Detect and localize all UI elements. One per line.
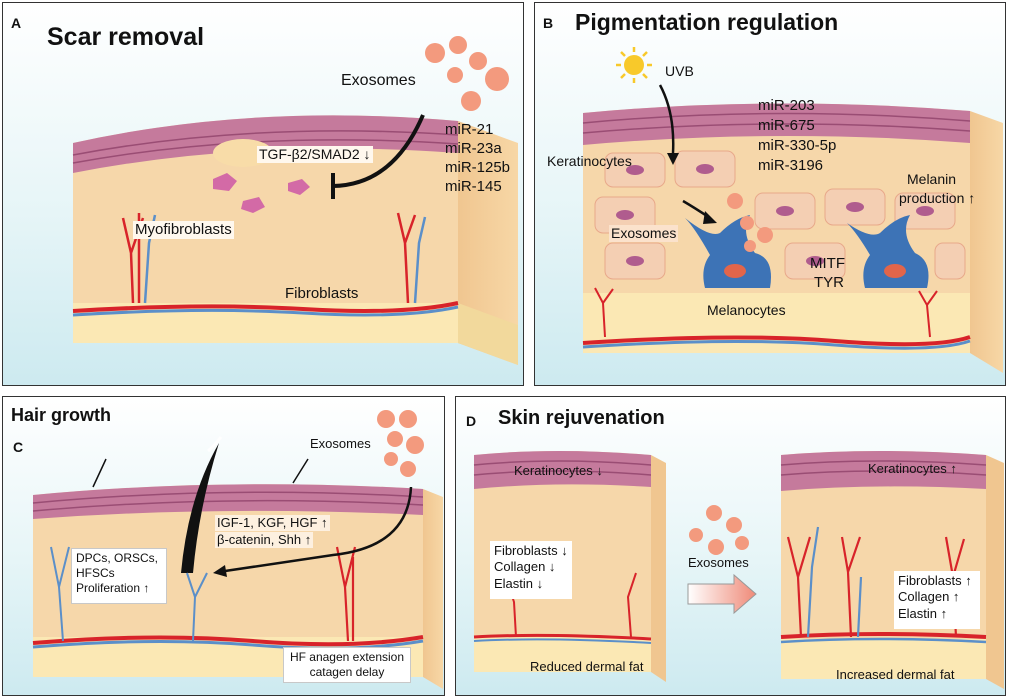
left-epidermis — [474, 451, 651, 489]
exosomes-label: Exosomes — [341, 72, 416, 89]
panel-pigmentation-regulation: B Pigmentation regulation UVB miR-203 mi… — [534, 2, 1006, 386]
exosome-particles — [425, 36, 509, 111]
right-cells-label-2: Collagen ↑ — [898, 589, 960, 605]
cells-box: DPCs, ORSCs, HFSCs Proliferation ↑ — [71, 548, 167, 604]
exosome-particles — [727, 193, 773, 252]
left-cells-label-3: Elastin ↓ — [494, 575, 544, 591]
melanocyte-cells — [685, 215, 929, 288]
melanin-label-1: Melanin — [907, 171, 957, 187]
block-side — [458, 121, 518, 365]
mirna-label-4: miR-3196 — [758, 157, 824, 174]
artery-vessel — [582, 335, 971, 347]
factors-label-2: β-catenin, Shh ↑ — [215, 532, 314, 548]
vein-vessel — [582, 339, 971, 350]
block-side — [423, 489, 443, 689]
myofibroblast-cells — [213, 173, 310, 213]
right-cells-box: Fibroblasts ↑ Collagen ↑ Elastin ↑ — [894, 571, 980, 629]
tyr-label: TYR — [814, 274, 844, 291]
uvb-arrow — [658, 84, 675, 154]
panel-letter: C — [13, 439, 24, 455]
left-cells-label-1: Fibroblasts ↓ — [494, 543, 568, 558]
right-fat — [781, 639, 986, 679]
vein-vessel — [32, 639, 424, 650]
hf-label-1: HF anagen extension — [289, 650, 405, 664]
panel-b-illustration — [582, 47, 1003, 373]
artery-vessel — [72, 301, 459, 313]
fat-layer — [73, 303, 458, 343]
dermis-layer — [73, 115, 458, 343]
block-side — [970, 111, 1003, 373]
left-cells-label-2: Collagen ↓ — [494, 559, 556, 575]
keratinocytes-label: Keratinocytes — [547, 153, 632, 169]
mirna-label-3: miR-125b — [445, 159, 511, 176]
panel-title: Pigmentation regulation — [575, 9, 839, 35]
exosome-arrow — [224, 486, 413, 573]
mitf-label: MITF — [810, 255, 845, 272]
left-fat-label: Reduced dermal fat — [530, 659, 644, 674]
keratinocyte-nuclei — [616, 164, 934, 266]
uvb-label: UVB — [665, 63, 694, 79]
artery-vessel — [32, 635, 424, 647]
transition-arrow — [687, 573, 757, 615]
cells-label-1: DPCs, ORSCs, — [76, 551, 159, 565]
myofibroblasts-label: Myofibroblasts — [133, 221, 234, 239]
exosomes-label: Exosomes — [688, 555, 749, 570]
melanocytes-label: Melanocytes — [707, 302, 786, 318]
panel-title: Skin rejuvenation — [498, 407, 665, 429]
hf-box: HF anagen extension catagen delay — [283, 647, 411, 683]
exosomes-label: Exosomes — [310, 436, 371, 451]
factors-label-1: IGF-1, KGF, HGF ↑ — [215, 515, 330, 531]
panel-a-illustration — [72, 36, 518, 365]
mirna-label-3: miR-330-5p — [758, 137, 837, 154]
right-keratinocytes-label: Keratinocytes ↑ — [868, 461, 957, 476]
right-cells-label-3: Elastin ↑ — [898, 605, 948, 621]
left-fat — [474, 637, 651, 672]
mirna-label-2: miR-23a — [445, 140, 502, 157]
mirna-label-1: miR-203 — [758, 97, 815, 114]
exosomes-label: Exosomes — [609, 225, 679, 242]
cells-label-3: Proliferation ↑ — [76, 581, 150, 595]
mirna-label-2: miR-675 — [758, 117, 815, 134]
hf-label-2: catagen delay — [309, 665, 385, 679]
panel-title: Scar removal — [47, 23, 205, 51]
sun-icon — [616, 47, 652, 83]
panel-skin-rejuvenation: D Skin rejuvenation Keratinocytes ↓ Fibr… — [455, 396, 1006, 696]
pathway-label: TGF-β2/SMAD2 ↓ — [257, 146, 373, 163]
fibroblasts-label: Fibroblasts — [285, 285, 359, 302]
cells-label-2: HFSCs — [76, 566, 115, 580]
exosome-particles — [689, 505, 749, 555]
inhibition-arrow — [332, 114, 425, 188]
melanin-label-2: production ↑ — [899, 190, 976, 206]
panel-letter: D — [466, 413, 477, 429]
exosome-particles — [377, 410, 424, 477]
right-fat-label: Increased dermal fat — [836, 667, 955, 682]
panel-letter: A — [11, 15, 22, 31]
panel-title: Hair growth — [11, 405, 112, 425]
hair-follicle — [181, 443, 219, 573]
right-cells-label-1: Fibroblasts ↑ — [898, 573, 972, 588]
panel-c-illustration — [32, 410, 443, 689]
panel-hair-growth: Hair growth C Exosomes IGF-1, KGF, HGF ↑… — [2, 396, 445, 696]
panel-scar-removal: A Scar removal Exosomes miR-21 miR-23a m… — [2, 2, 524, 386]
vein-vessel — [72, 305, 459, 317]
mirna-label-1: miR-21 — [445, 121, 494, 138]
mirna-label-4: miR-145 — [445, 178, 502, 195]
panel-letter: B — [543, 15, 554, 31]
left-keratinocytes-label: Keratinocytes ↓ — [514, 463, 603, 478]
dermis-layer — [33, 484, 423, 677]
left-cells-box: Fibroblasts ↓ Collagen ↓ Elastin ↓ — [490, 541, 572, 599]
